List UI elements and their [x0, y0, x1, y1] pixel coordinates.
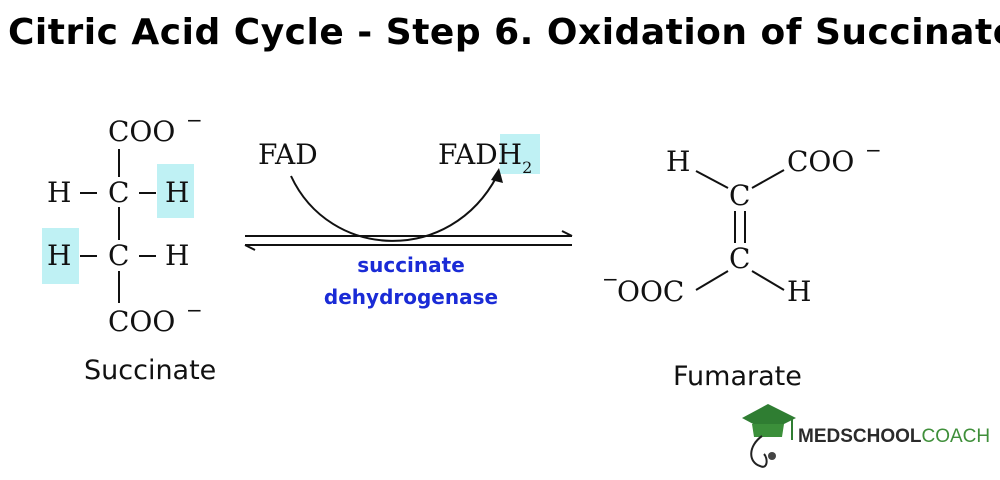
- bond: [695, 270, 729, 291]
- reverse-arrowhead: [244, 244, 256, 251]
- page-title: Citric Acid Cycle - Step 6. Oxidation of…: [8, 12, 1000, 53]
- succinate-h: H: [47, 176, 71, 209]
- succinate-h: H: [165, 239, 189, 272]
- negative-charge: −: [865, 138, 882, 162]
- bond: [751, 169, 785, 189]
- succinate-h-highlighted: H: [165, 176, 189, 209]
- succinate-top-coo: COO: [108, 115, 175, 148]
- fumarate-coo-bottom: OOC: [617, 275, 684, 308]
- brand-name: MEDSCHOOLCOACH: [798, 426, 990, 447]
- fumarate-h-bottom: H: [787, 275, 811, 308]
- negative-charge: −: [602, 267, 619, 291]
- enzyme-label-line2: dehydrogenase: [324, 285, 498, 309]
- succinate-h-highlighted: H: [47, 239, 71, 272]
- negative-charge: −: [186, 108, 203, 132]
- fumarate-structure: H COO − C C − OOC H Fumarate: [602, 138, 882, 392]
- succinate-structure: COO − H C H H C H COO − Succinate: [42, 108, 216, 386]
- succinate-label: Succinate: [84, 355, 216, 386]
- highlight-box: [42, 228, 79, 284]
- medschoolcoach-logo: MEDSCHOOLCOACH: [742, 404, 990, 468]
- fumarate-coo-top: COO: [787, 145, 854, 178]
- succinate-bottom-coo: COO: [108, 305, 175, 338]
- fumarate-label: Fumarate: [673, 361, 802, 392]
- highlight-box: [500, 134, 540, 174]
- succinate-c2: C: [108, 239, 129, 272]
- bond: [751, 270, 785, 291]
- cofactor-curve-arrow: [290, 175, 498, 242]
- fumarate-h-top: H: [666, 145, 690, 178]
- reaction-arrow: FAD FADH2 succinate dehydrogenase: [244, 134, 573, 309]
- fumarate-c-bottom: C: [729, 242, 750, 275]
- fad-label: FAD: [258, 138, 318, 171]
- graduation-cap-stethoscope-icon: [742, 404, 796, 468]
- arrowhead: [491, 168, 503, 183]
- succinate-c1: C: [108, 176, 129, 209]
- fadh2-label: FADH2: [438, 138, 532, 177]
- forward-arrowhead: [561, 230, 573, 237]
- fumarate-c-top: C: [729, 179, 750, 212]
- highlight-box: [157, 164, 194, 218]
- enzyme-label-line1: succinate: [357, 253, 465, 277]
- bond: [695, 170, 729, 189]
- negative-charge: −: [186, 298, 203, 322]
